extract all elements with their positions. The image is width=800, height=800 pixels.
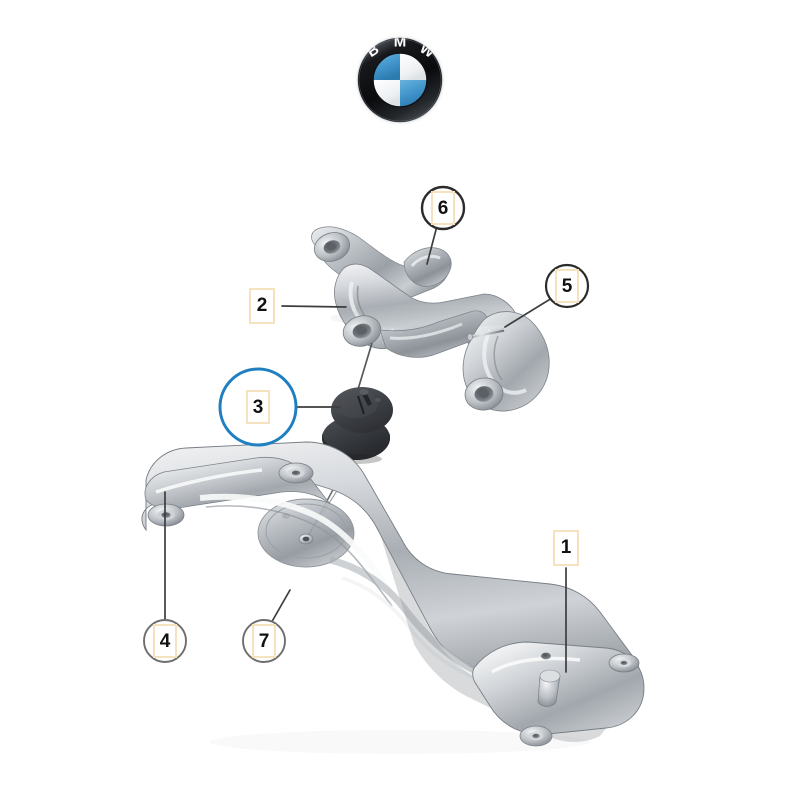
callout-box-3 bbox=[246, 390, 270, 424]
svg-text:M: M bbox=[394, 34, 407, 51]
callout-label-6[interactable]: 6 bbox=[437, 198, 449, 219]
callout-label-4[interactable]: 4 bbox=[159, 631, 171, 652]
callout-box-5 bbox=[555, 269, 579, 303]
part-rubber-mounting bbox=[322, 387, 393, 464]
part-gearbox-crossmember bbox=[141, 441, 645, 754]
leader-line-2 bbox=[281, 305, 347, 308]
part-transmission-support-bracket bbox=[311, 226, 550, 412]
callout-boxes bbox=[153, 191, 579, 658]
callout-box-7 bbox=[252, 624, 276, 658]
leader-line-7 bbox=[269, 589, 291, 626]
callout-box-6 bbox=[431, 191, 455, 225]
callout-label-7[interactable]: 7 bbox=[258, 631, 270, 652]
leader-line-5 bbox=[504, 297, 553, 328]
callout-box-2 bbox=[249, 288, 275, 324]
callout-box-4 bbox=[153, 624, 177, 658]
callout-label-3[interactable]: 3 bbox=[252, 397, 264, 418]
callout-label-1[interactable]: 1 bbox=[560, 537, 572, 558]
bmw-logo: B M W bbox=[354, 34, 446, 126]
callout-box-1 bbox=[553, 530, 579, 566]
callout-label-5[interactable]: 5 bbox=[561, 276, 573, 297]
callout-label-2[interactable]: 2 bbox=[256, 295, 268, 316]
part-hex-bolt-right bbox=[467, 328, 505, 341]
leader-line-6 bbox=[426, 225, 438, 265]
